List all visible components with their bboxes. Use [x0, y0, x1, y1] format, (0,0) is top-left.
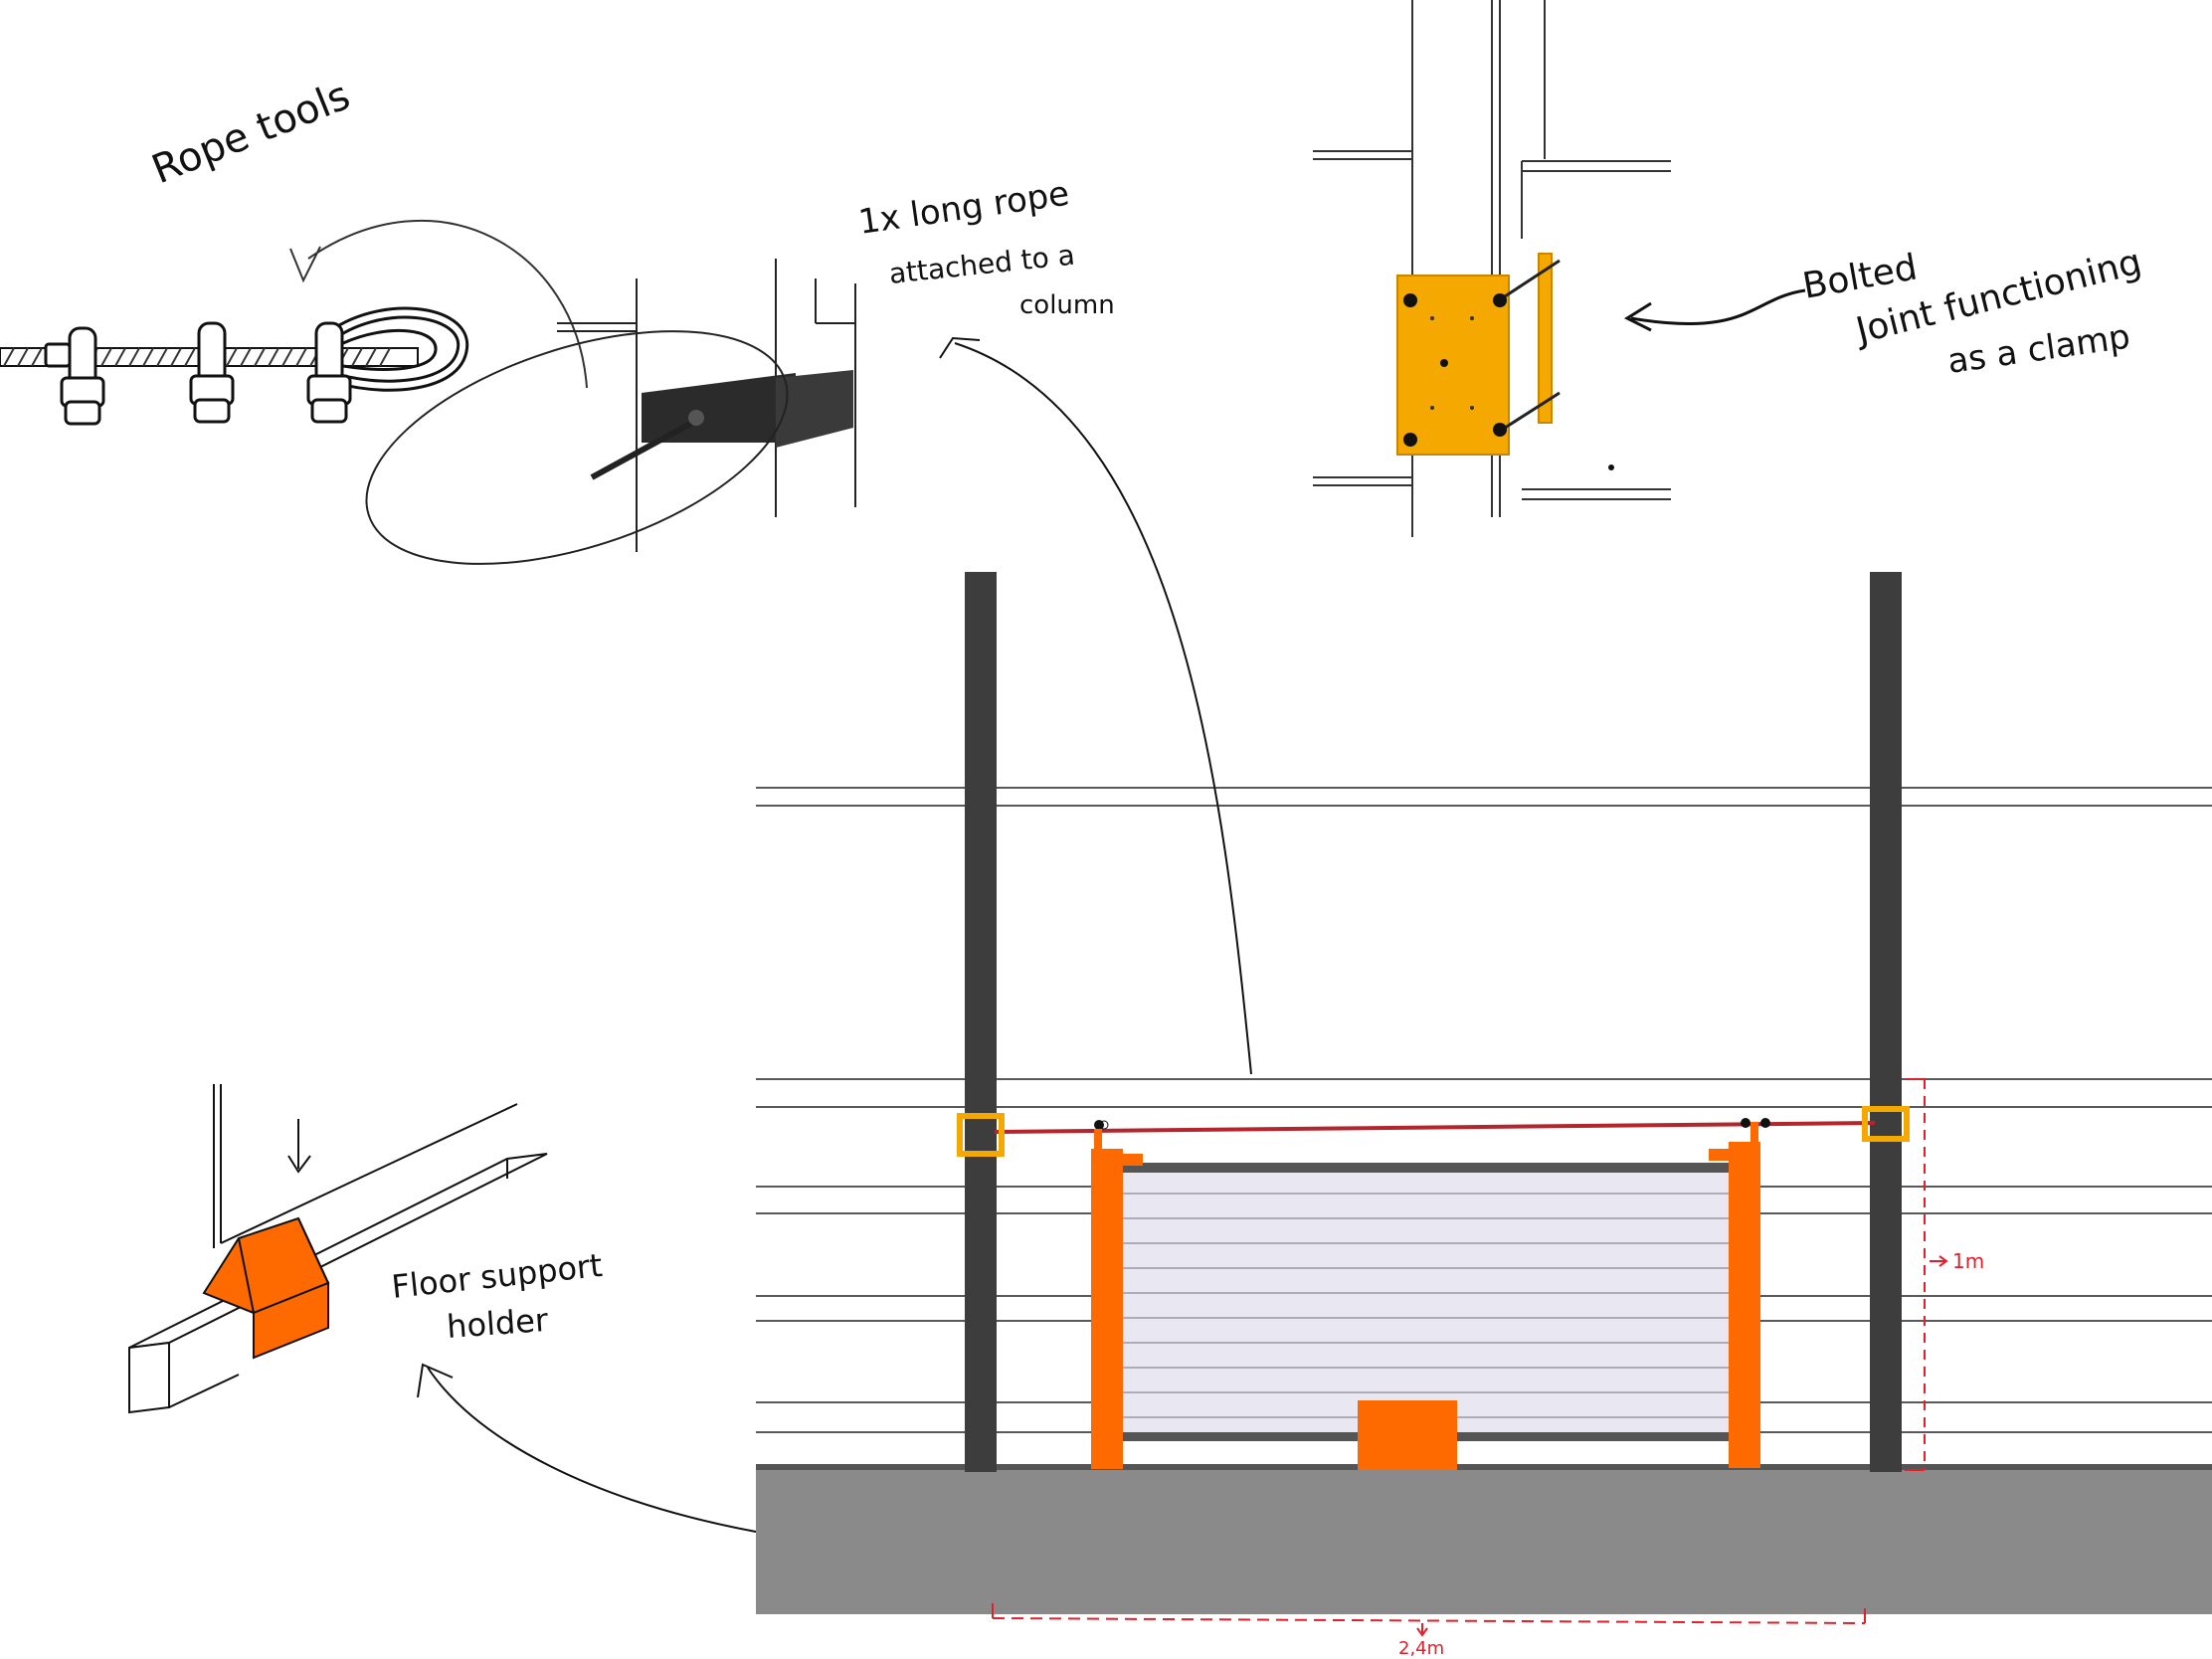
left-barrier-post: [1091, 1149, 1123, 1469]
long-rope-label-1: 1x long rope: [856, 174, 1072, 243]
floor-slab: [756, 1467, 2212, 1614]
tension-rope: [994, 1121, 1876, 1134]
floor-support-label-1: Floor support: [390, 1246, 604, 1306]
floor-support-block: [1358, 1400, 1457, 1470]
rope-column-attachment-sketch: [365, 259, 856, 565]
height-dimension: [1905, 1078, 1948, 1471]
width-dimension: [992, 1603, 1866, 1637]
right-barrier-post: [1729, 1142, 1760, 1468]
floor-support-label-2: holder: [446, 1301, 550, 1346]
bolted-joint-arrow: [1630, 288, 1806, 326]
height-dimension-label: 1m: [1952, 1249, 1984, 1273]
long-rope-pointer: [954, 342, 1252, 1075]
rope-clip-icon: [189, 321, 235, 424]
floor-support-holder-sketch: [128, 1084, 548, 1414]
rope-clip-icon: [44, 326, 105, 426]
bolted-label-1: Bolted: [1799, 247, 1920, 306]
bolted-label-3: as a clamp: [1945, 317, 2132, 382]
width-dimension-label: 2,4m: [1398, 1638, 1444, 1659]
right-column: [1870, 572, 1902, 1472]
left-column: [965, 572, 997, 1472]
long-rope-label-2: attached to a: [887, 239, 1076, 290]
wire-rope-clip-sketch: [0, 306, 469, 426]
left-column-clamp: [957, 1113, 1005, 1157]
rope-tools-arrow: [307, 220, 588, 389]
right-column-clamp: [1862, 1106, 1910, 1142]
elevation-view: 1m 2,4m: [756, 572, 2212, 1659]
rope-tools-label: Rope tools: [146, 73, 357, 193]
long-rope-label-3: column: [1019, 290, 1115, 320]
rope-clip-icon: [306, 321, 352, 424]
bolted-joint-sketch: [1313, 0, 1671, 537]
barrier-panel: [1118, 1163, 1732, 1441]
